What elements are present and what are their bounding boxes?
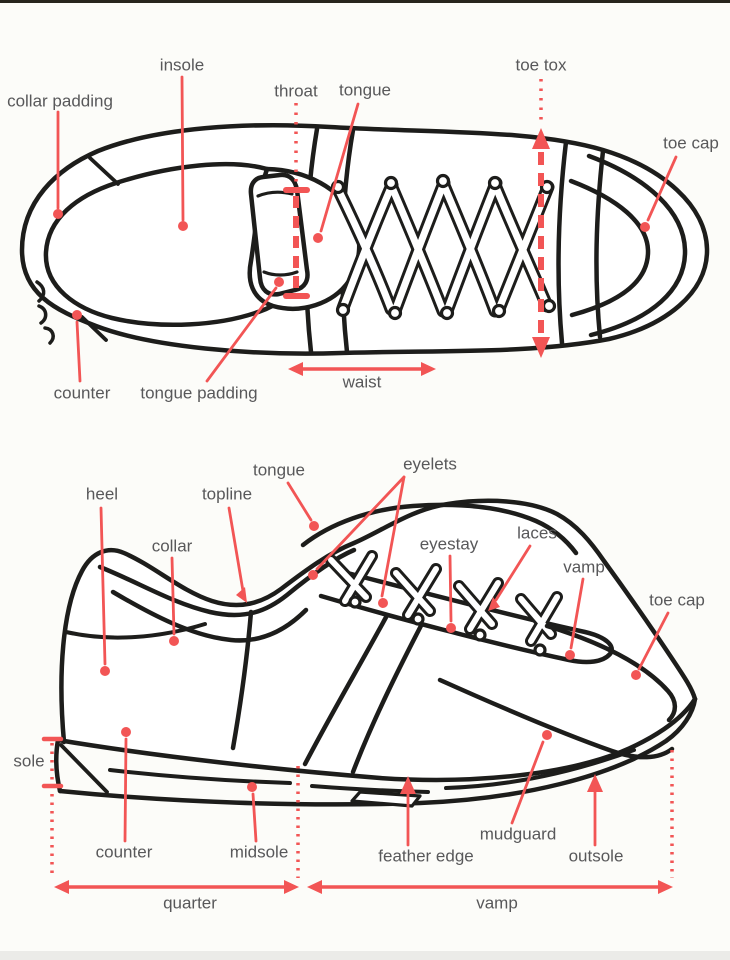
label-throat: throat — [274, 81, 318, 101]
top-toecap-seams — [568, 153, 688, 338]
leader-eyelets — [308, 475, 406, 608]
side-laces-core — [328, 553, 560, 644]
quarter-measure — [54, 880, 299, 894]
leader-collar-padding — [53, 110, 63, 219]
label-quarter: quarter — [163, 893, 217, 913]
leader-insole — [178, 75, 188, 231]
leader-heel — [99, 506, 110, 676]
label-topline: topline — [201, 484, 253, 504]
side-eyelets — [348, 595, 547, 657]
leader-tongue-top — [313, 102, 360, 243]
label-sole: sole — [13, 751, 45, 771]
label-outsole: outsole — [568, 846, 624, 866]
sole-measure — [41, 736, 64, 789]
label-counter-top: counter — [53, 383, 111, 403]
side-counter-seam — [230, 609, 254, 751]
label-waist: waist — [342, 372, 382, 392]
label-tongue-side: tongue — [253, 460, 305, 480]
annotations-side-view — [41, 475, 674, 894]
label-counter-side: counter — [95, 842, 153, 862]
leader-midsole — [247, 782, 258, 843]
label-vamp: vamp — [563, 557, 605, 577]
label-mudguard: mudguard — [479, 824, 557, 844]
label-toe-tox: toe tox — [515, 55, 567, 75]
top-eyelets — [330, 173, 557, 321]
leader-topline — [227, 506, 247, 603]
leader-collar — [169, 556, 179, 646]
top-view-drawing — [19, 123, 710, 356]
side-tongue-seam — [300, 502, 579, 556]
bottom-edge-bar — [0, 951, 730, 960]
leader-tongue-padding — [205, 277, 284, 383]
label-tongue-top: tongue — [339, 80, 391, 100]
side-sole-bottom-edge — [57, 696, 698, 807]
side-midsole-notch — [350, 790, 422, 808]
side-collar-lower-line — [110, 589, 309, 643]
label-insole: insole — [159, 55, 205, 75]
leader-counter-top — [72, 310, 82, 383]
leader-toe-cap-top — [640, 155, 678, 232]
waist-measure — [288, 362, 436, 376]
label-eyelets: eyelets — [403, 454, 457, 474]
label-laces: laces — [517, 523, 557, 543]
side-toecap-seam — [544, 623, 678, 723]
leader-tongue-side — [286, 481, 319, 531]
label-vamp-length: vamp — [476, 893, 518, 913]
top-edge-bar — [0, 0, 730, 3]
side-quarter-stripe — [302, 605, 428, 775]
top-right-band — [556, 139, 606, 346]
label-tongue-padding: tongue padding — [140, 383, 258, 403]
label-toe-cap-top: toe cap — [663, 133, 719, 153]
leader-feather-edge — [400, 776, 416, 847]
label-midsole: midsole — [229, 842, 289, 862]
annotations-top-view — [53, 75, 678, 383]
side-heel-seam — [64, 622, 207, 640]
label-toe-cap-side: toe cap — [649, 590, 705, 610]
top-tongue-loop-openings — [256, 190, 299, 277]
leader-counter-side — [121, 727, 131, 843]
measure-guides — [50, 750, 674, 878]
toe-box-measure — [532, 79, 550, 358]
leader-toe-cap-side — [631, 611, 670, 680]
leader-outsole — [587, 774, 603, 847]
leader-vamp — [565, 577, 585, 660]
label-heel: heel — [85, 484, 119, 504]
leader-laces — [488, 544, 532, 611]
top-heel-wrinkles — [35, 280, 55, 345]
top-collar-seams — [80, 156, 120, 342]
label-eyestay: eyestay — [419, 534, 479, 554]
side-mudguard-seam — [437, 677, 675, 760]
side-midsole-tread — [108, 748, 636, 794]
side-upper-outline — [59, 498, 698, 745]
side-sole-heel-wedge — [59, 743, 109, 794]
vamp-measure — [307, 880, 673, 894]
throat-measure — [283, 103, 310, 299]
leader-eyestay — [446, 554, 456, 633]
label-feather-edge: feather edge — [378, 846, 474, 866]
leader-mudguard — [510, 730, 552, 825]
top-laces-core — [334, 179, 552, 315]
label-collar-padding: collar padding — [7, 91, 113, 111]
label-collar: collar — [151, 536, 193, 556]
side-sole-heel-back — [54, 737, 63, 794]
